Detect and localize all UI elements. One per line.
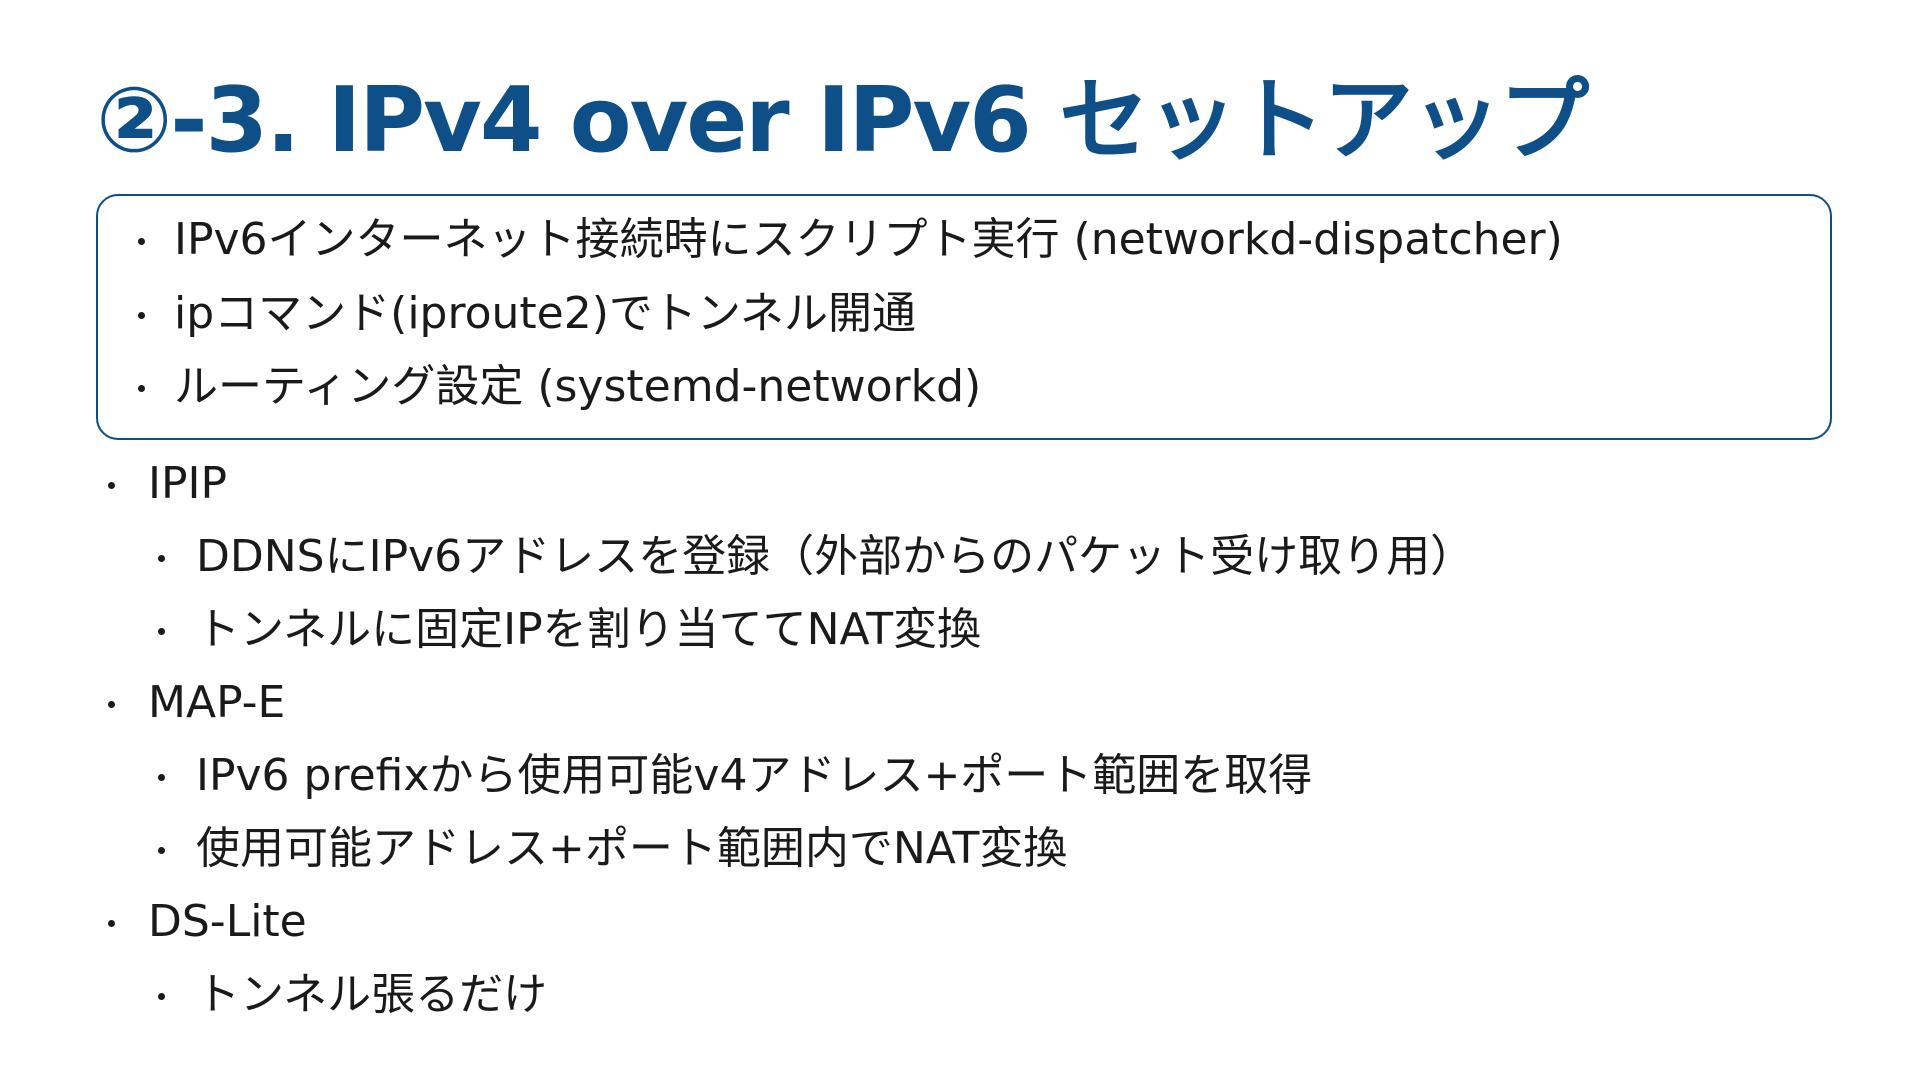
bullet-dot (158, 993, 165, 1000)
section-label: DS-Lite (148, 896, 307, 947)
bullet-dot (138, 385, 145, 392)
box-list-item-text: ルーティング設定 (systemd-networkd) (174, 361, 982, 412)
box-list-item-text: IPv6インターネット接続時にスクリプト実行 (networkd-dispatc… (174, 214, 1563, 265)
section-heading-ipip: IPIP (96, 454, 227, 514)
sub-list-item: IPv6 prefixから使用可能v4アドレス+ポート範囲を取得 (96, 746, 1312, 806)
box-list-item: ルーティング設定 (systemd-networkd) (98, 357, 981, 417)
sub-list-item: トンネルに固定IPを割り当ててNAT変換 (96, 600, 981, 660)
sub-list-item: 使用可能アドレス+ポート範囲内でNAT変換 (96, 819, 1067, 879)
highlight-box: IPv6インターネット接続時にスクリプト実行 (networkd-dispatc… (96, 194, 1832, 440)
sub-list-item-text: トンネル張るだけ (196, 969, 548, 1020)
bullet-dot (158, 628, 165, 635)
sub-list-item: DDNSにIPv6アドレスを登録（外部からのパケット受け取り用） (96, 527, 1474, 587)
section-heading-ds-lite: DS-Lite (96, 892, 307, 952)
sub-list-item-text: IPv6 prefixから使用可能v4アドレス+ポート範囲を取得 (196, 750, 1313, 801)
sub-list-item-text: 使用可能アドレス+ポート範囲内でNAT変換 (196, 823, 1068, 874)
sub-list-item: トンネル張るだけ (96, 965, 547, 1025)
box-list-item: IPv6インターネット接続時にスクリプト実行 (networkd-dispatc… (98, 210, 1563, 270)
bullet-dot (138, 238, 145, 245)
sub-list-item-text: DDNSにIPv6アドレスを登録（外部からのパケット受け取り用） (196, 531, 1475, 582)
bullet-dot (108, 701, 115, 708)
bullet-dot (108, 920, 115, 927)
section-label: IPIP (148, 458, 228, 509)
bullet-dot (158, 847, 165, 854)
bullet-dot (138, 312, 145, 319)
bullet-dot (108, 482, 115, 489)
slide-title: ②-3. IPv4 over IPv6 セットアップ (96, 68, 1589, 173)
bullet-dot (158, 555, 165, 562)
box-list-item: ipコマンド(iproute2)でトンネル開通 (98, 284, 916, 344)
section-label: MAP-E (148, 677, 286, 728)
sub-list-item-text: トンネルに固定IPを割り当ててNAT変換 (196, 604, 982, 655)
bullet-dot (158, 774, 165, 781)
box-list-item-text: ipコマンド(iproute2)でトンネル開通 (174, 288, 917, 339)
section-heading-map-e: MAP-E (96, 673, 285, 733)
